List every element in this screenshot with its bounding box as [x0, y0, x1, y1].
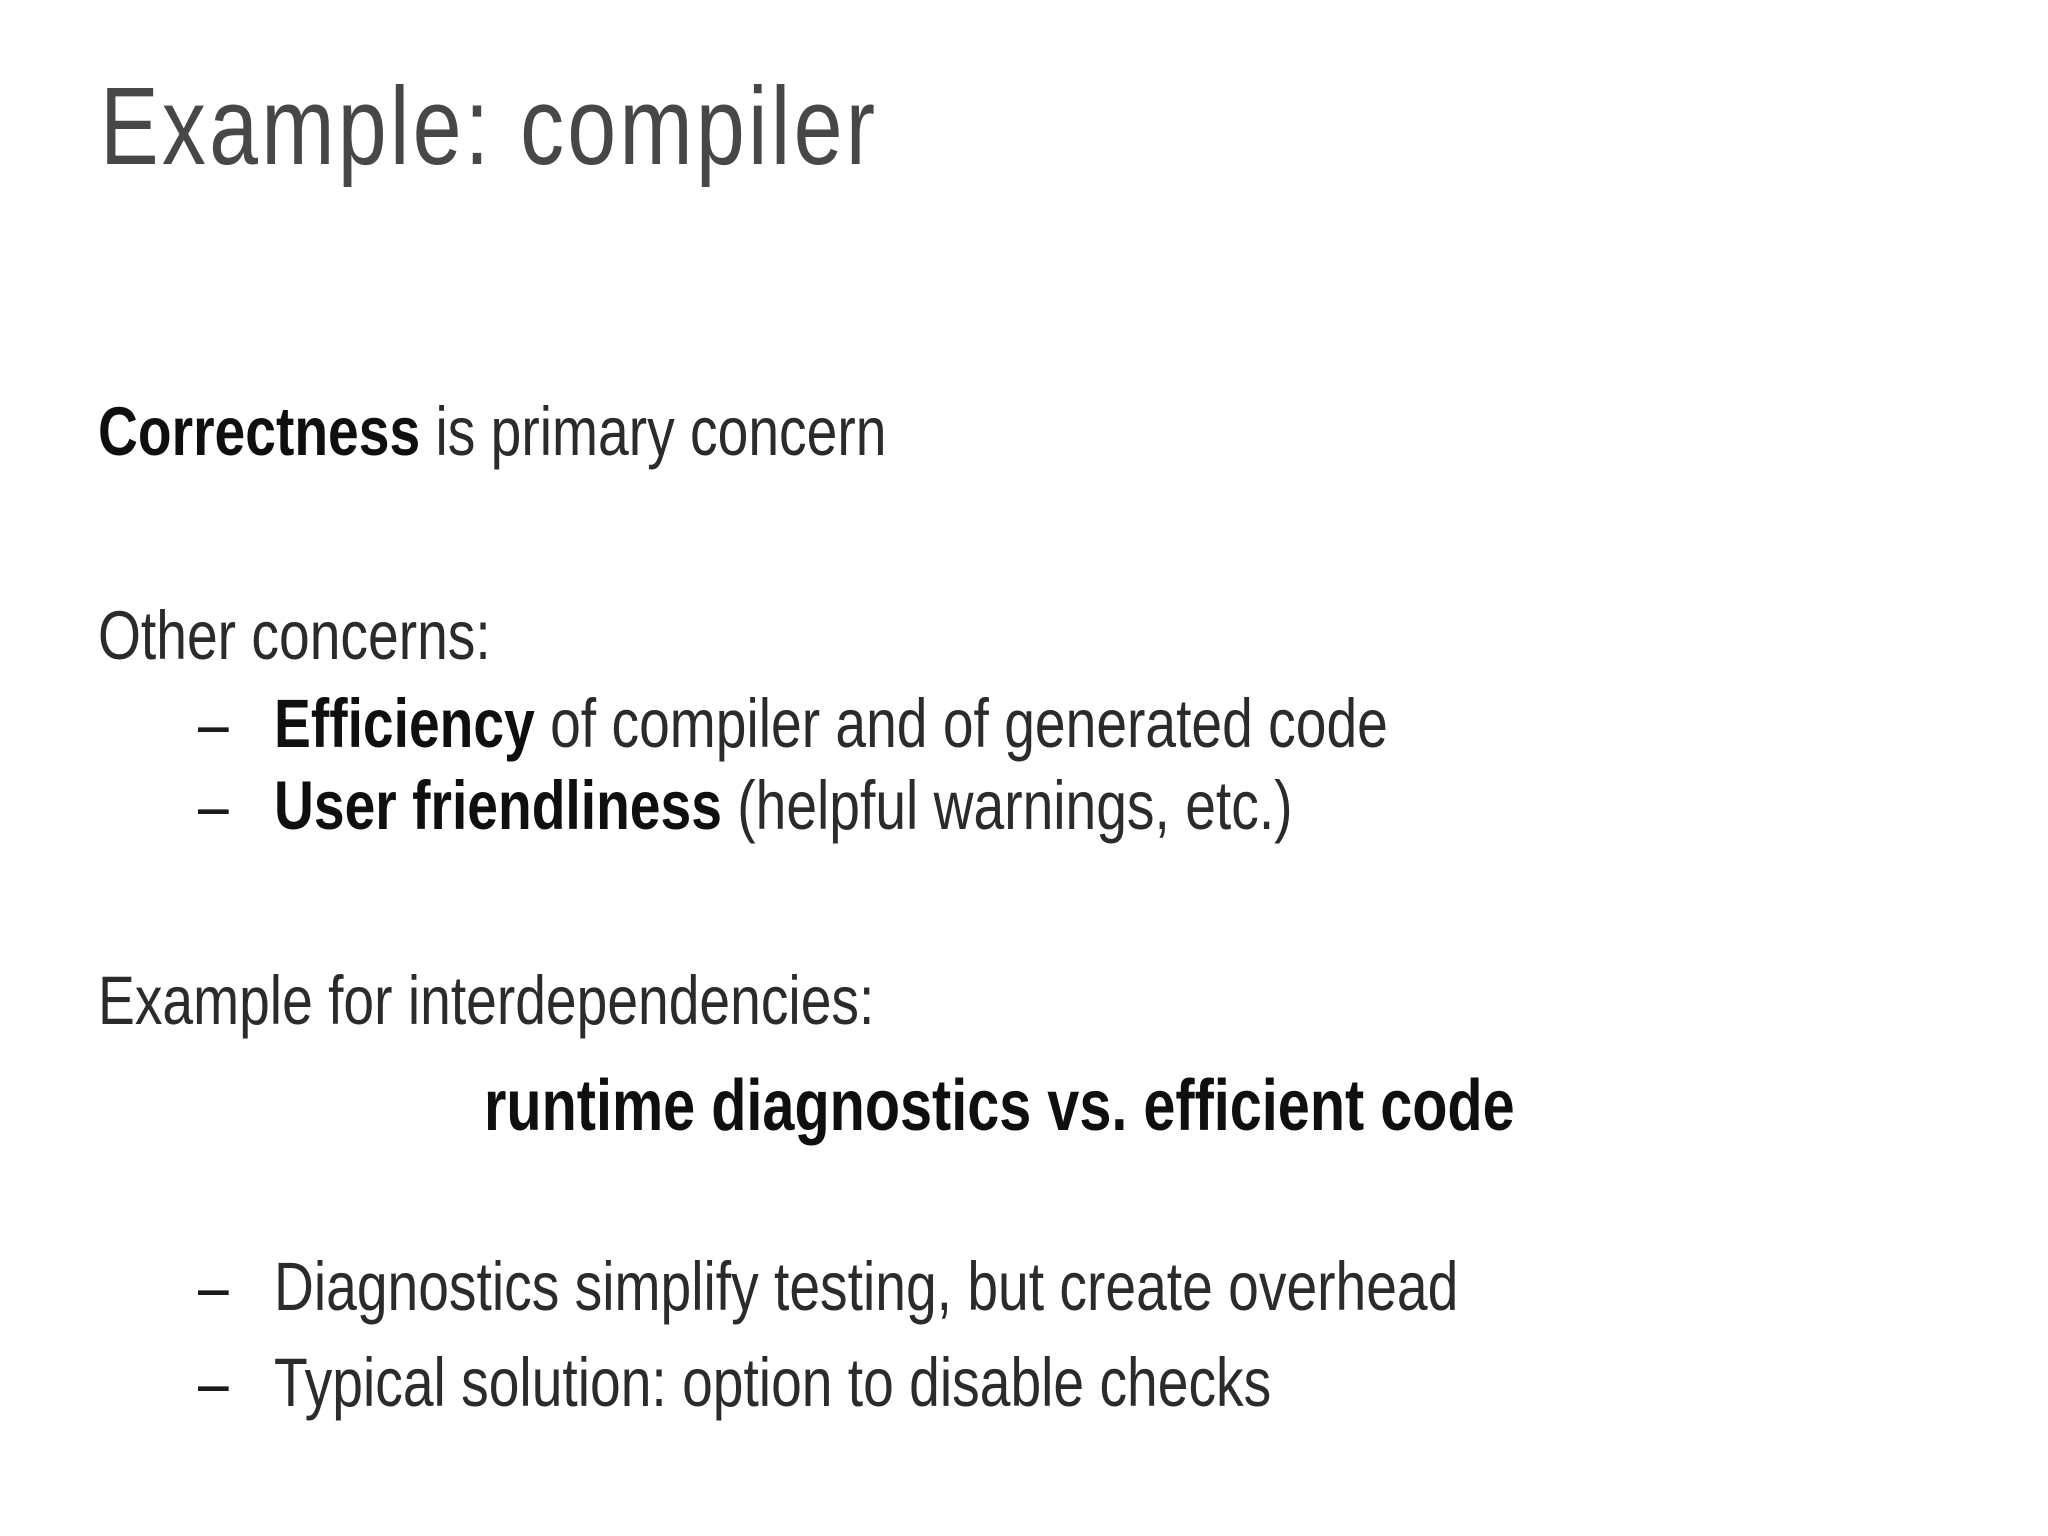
bullet-dash: –: [198, 685, 229, 762]
bullet-typical-solution-text: Typical solution: option to disable chec…: [274, 1344, 1272, 1421]
bullet-efficiency-emphasis: Efficiency: [274, 685, 535, 762]
bullet-user-friendliness-emphasis: User friendliness: [274, 767, 722, 844]
interdependencies-heading: Example for interdependencies:: [98, 962, 875, 1039]
other-concerns-heading: Other concerns:: [98, 597, 491, 674]
statement-rest: is primary concern: [420, 393, 887, 470]
bullet-diagnostics-text: Diagnostics simplify testing, but create…: [274, 1248, 1459, 1325]
bullet-dash: –: [198, 1344, 229, 1421]
bullet-dash: –: [198, 767, 229, 844]
statement-line: Correctness is primary concern: [98, 397, 886, 466]
statement-emphasis: Correctness: [98, 393, 421, 470]
bullet-efficiency: –Efficiency of compiler and of generated…: [198, 689, 1388, 758]
bullet-user-friendliness-rest: (helpful warnings, etc.): [721, 767, 1293, 844]
bullet-efficiency-rest: of compiler and of generated code: [534, 685, 1388, 762]
slide-title: Example: compiler: [100, 65, 879, 188]
interdependencies-highlight: runtime diagnostics vs. efficient code: [484, 1066, 1515, 1146]
bullet-diagnostics: –Diagnostics simplify testing, but creat…: [198, 1252, 1458, 1321]
bullet-typical-solution: –Typical solution: option to disable che…: [198, 1348, 1271, 1417]
bullet-user-friendliness: –User friendliness (helpful warnings, et…: [198, 771, 1293, 840]
bullet-dash: –: [198, 1248, 229, 1325]
